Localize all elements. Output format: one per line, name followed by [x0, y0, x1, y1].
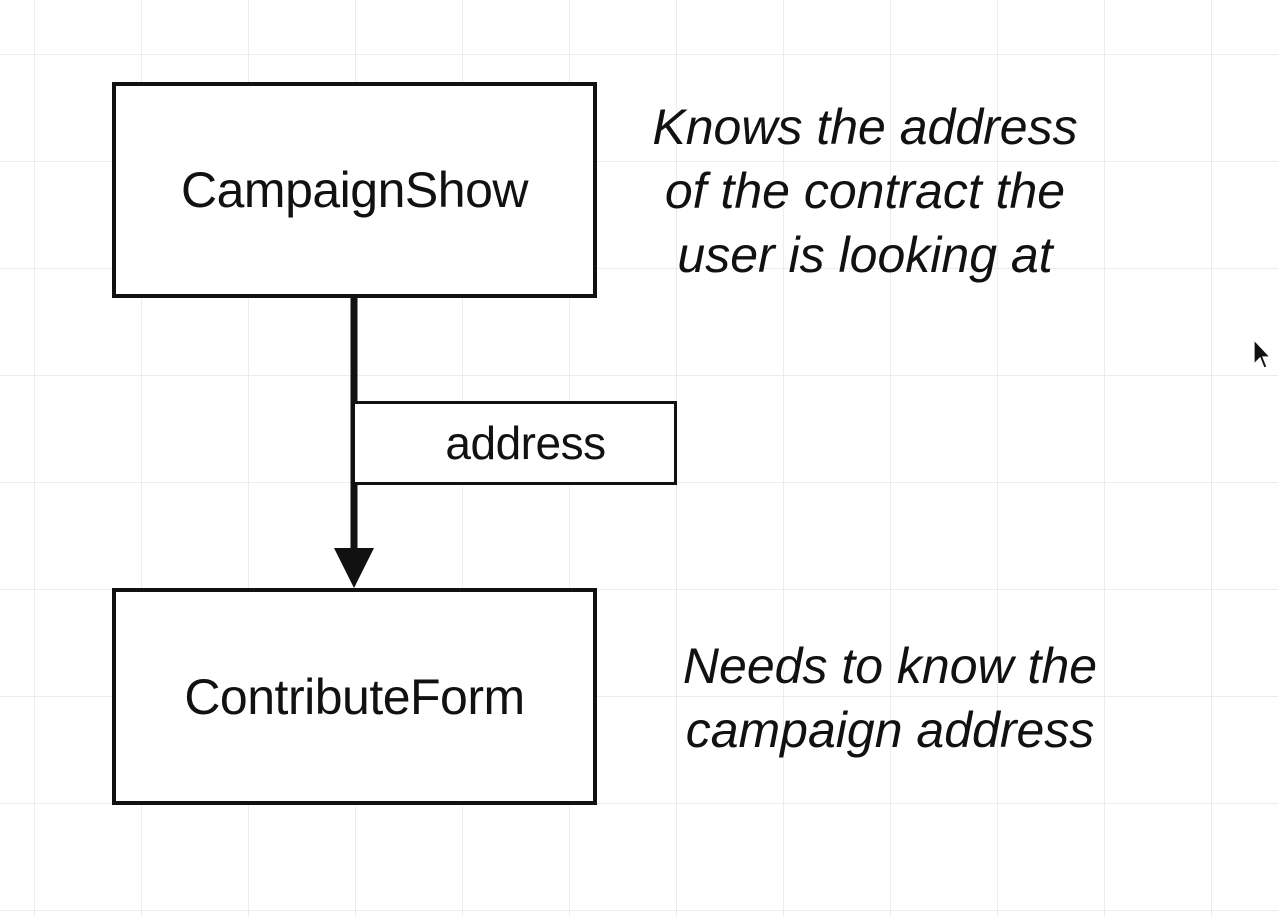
arrow-head [334, 548, 374, 588]
mouse-pointer-icon [1253, 338, 1272, 369]
address-prop-tag: address [352, 401, 677, 485]
campaign-show-label: CampaignShow [181, 162, 528, 218]
contribute-form-node: ContributeForm [112, 588, 597, 805]
address-prop-label: address [445, 417, 606, 469]
contribute-form-label: ContributeForm [184, 668, 525, 725]
campaign-show-node: CampaignShow [112, 82, 597, 298]
campaign-show-note: Knows the address of the contract the us… [652, 99, 1078, 283]
contribute-form-note: Needs to know the campaign address [682, 638, 1098, 758]
